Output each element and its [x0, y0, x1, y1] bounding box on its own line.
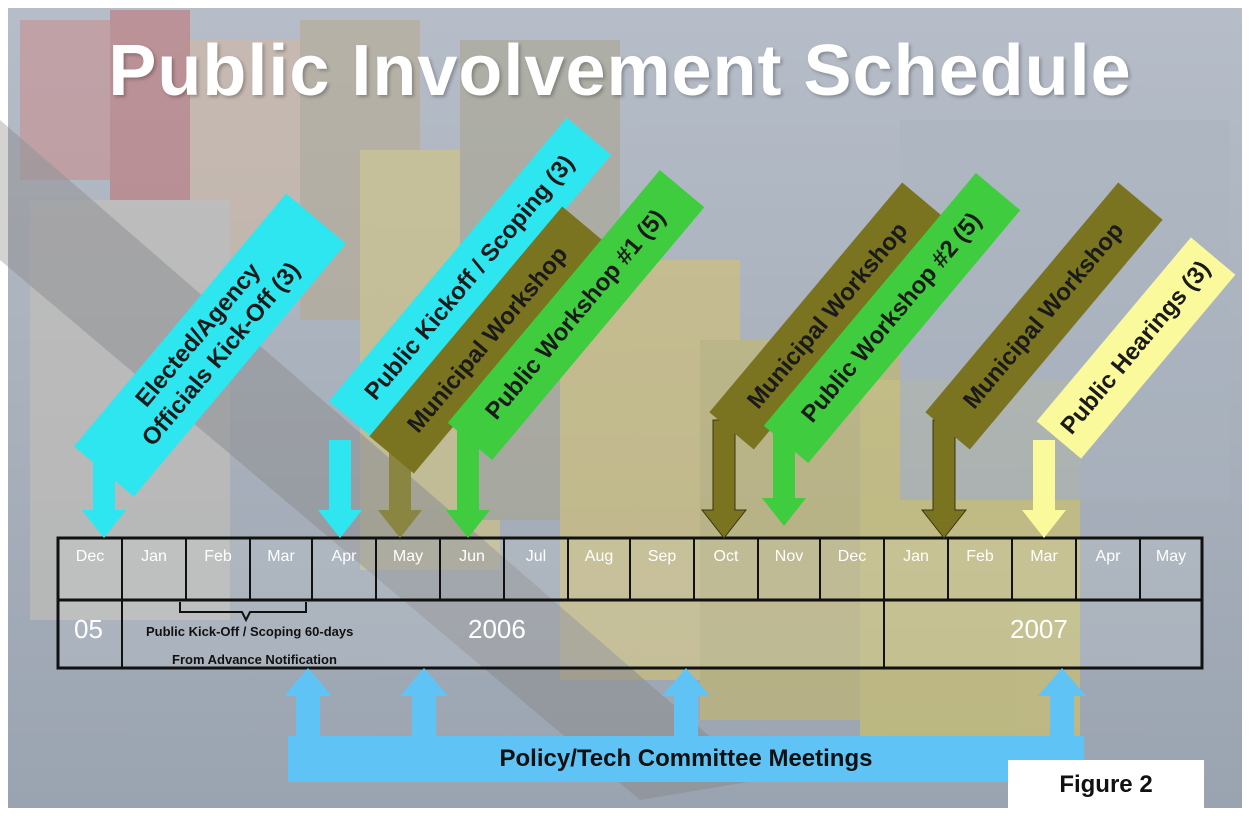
- arrow-down-public-kickoff: [318, 440, 362, 538]
- month-label-12: Dec: [837, 548, 867, 565]
- year-label-2007: 2007: [1010, 614, 1068, 644]
- month-label-11: Nov: [774, 548, 804, 565]
- arrow-down-municipal-workshop-2: [700, 419, 748, 539]
- arrow-up-committee-meeting-2: [400, 668, 448, 740]
- month-label-4: Apr: [331, 548, 357, 565]
- month-label-5: May: [392, 548, 424, 565]
- month-label-9: Sep: [647, 548, 677, 565]
- month-label-7: Jul: [525, 548, 547, 565]
- arrow-down-public-workshop-1: [446, 430, 490, 538]
- month-label-3: Mar: [267, 548, 295, 565]
- month-label-0: Dec: [75, 548, 105, 565]
- arrow-down-public-hearings: [1022, 440, 1066, 538]
- month-label-17: May: [1155, 548, 1187, 565]
- month-label-16: Apr: [1095, 548, 1121, 565]
- arrow-up-committee-meeting-4: [1038, 668, 1086, 740]
- month-label-10: Oct: [713, 548, 739, 565]
- year-label-2005: 05: [74, 614, 103, 644]
- month-label-15: Mar: [1030, 548, 1058, 565]
- month-label-14: Feb: [966, 548, 994, 565]
- scoping-note-line1: Public Kick-Off / Scoping 60-days: [146, 624, 354, 639]
- year-label-2006: 2006: [468, 614, 526, 644]
- month-label-2: Feb: [204, 548, 232, 565]
- arrow-up-committee-meeting-3: [662, 668, 710, 740]
- month-label-8: Aug: [584, 548, 614, 565]
- scoping-note-line2: From Advance Notification: [172, 652, 337, 667]
- committee-meetings-bar: Policy/Tech Committee Meetings: [288, 736, 1084, 782]
- month-label-1: Jan: [141, 548, 167, 565]
- page-title: Public Involvement Schedule: [108, 31, 1132, 111]
- arrow-up-committee-meeting-1: [284, 668, 332, 740]
- figure-label: Figure 2: [1008, 760, 1204, 810]
- month-label-13: Jan: [903, 548, 929, 565]
- month-label-6: Jun: [459, 548, 485, 565]
- scoping-bracket: [179, 602, 307, 623]
